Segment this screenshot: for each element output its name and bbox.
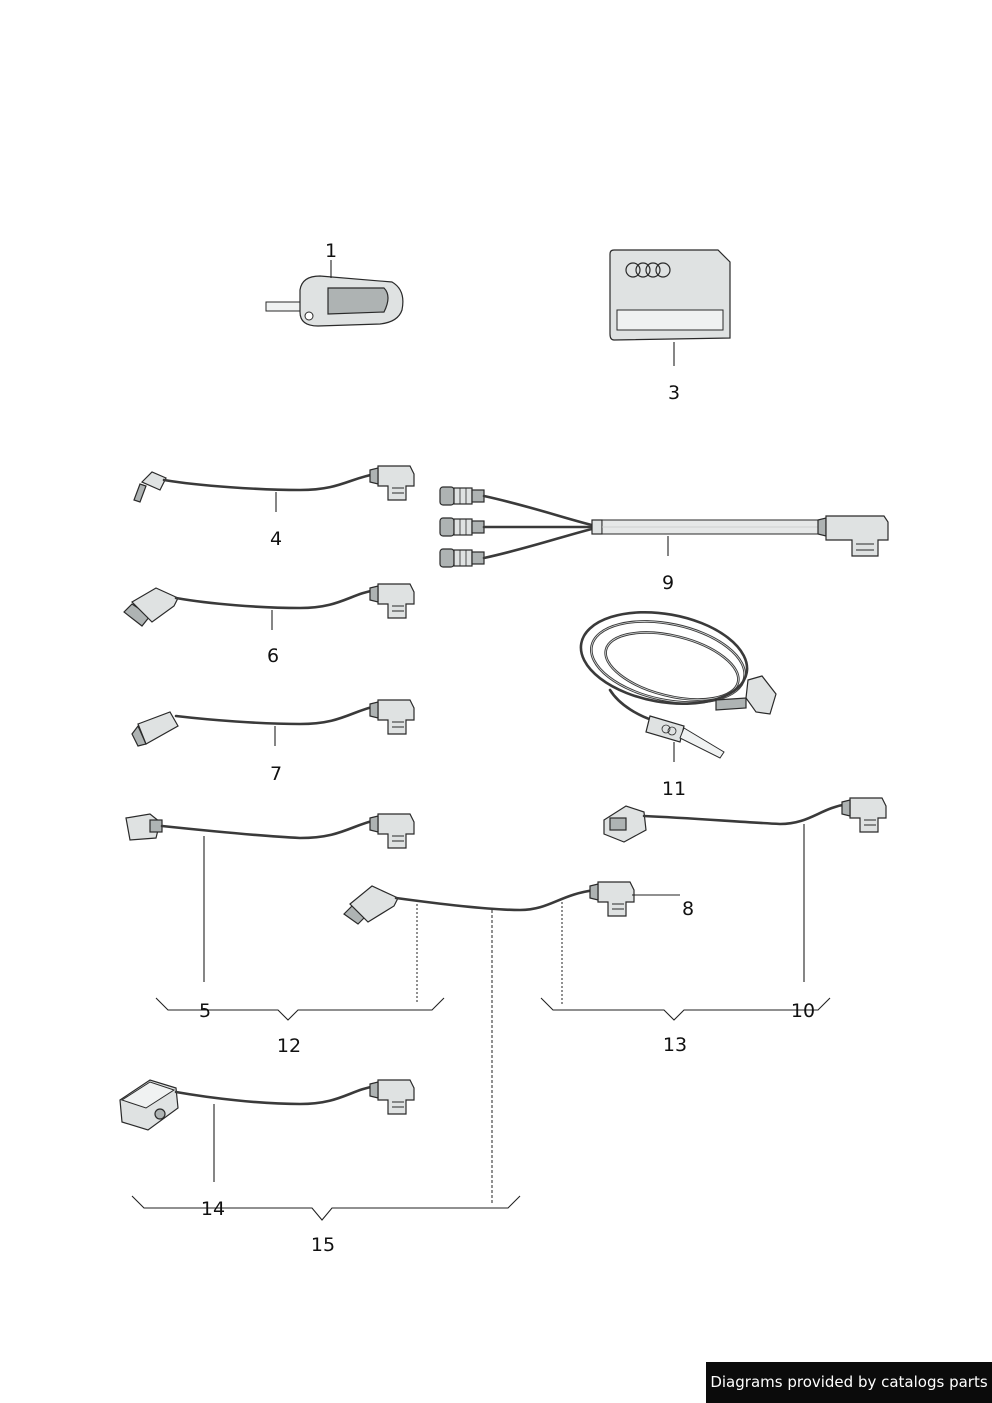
part-9-rca-adapter-cable [439,486,889,568]
callout-3: 3 [668,382,680,404]
part-14-adapter-box-cable [119,1079,415,1131]
part-6-usb-adapter-cable [123,583,415,627]
callout-15: 15 [311,1234,335,1256]
footer-credit: Diagrams provided by catalogs parts [706,1362,992,1403]
callout-9: 9 [662,572,674,594]
group-braces [131,997,831,1221]
callout-1: 1 [325,240,337,262]
part-4-jack-adapter-cable [133,465,415,503]
callout-7: 7 [270,763,282,785]
part-8-usb-adapter-cable [343,881,635,925]
callout-6: 6 [267,645,279,667]
callout-4: 4 [270,528,282,550]
part-7-mini-usb-adapter-cable [131,699,415,747]
callout-12: 12 [277,1035,301,1057]
part-1-flip-key [265,275,404,327]
leader-lines [203,260,805,1204]
callout-8: 8 [682,898,694,920]
callout-10: 10 [791,1000,815,1022]
part-5-dock-adapter-cable [125,813,415,849]
callout-5: 5 [199,1000,211,1022]
callout-labels: 1 3 4 5 6 7 8 9 10 11 12 13 14 15 [199,240,815,1256]
part-11-coiled-audio-cable [579,610,777,759]
callout-11: 11 [662,778,686,800]
part-3-memory-card [609,249,731,341]
part-10-adapter-cable [603,797,887,843]
callout-14: 14 [201,1198,225,1220]
callout-13: 13 [663,1034,687,1056]
